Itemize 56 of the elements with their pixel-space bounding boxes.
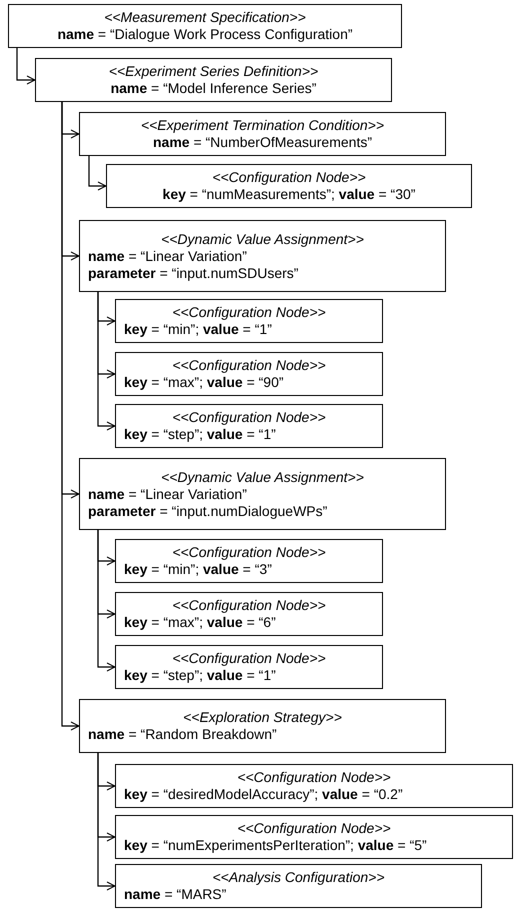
stereotype-heading: <<Configuration Node>> [171,650,327,667]
stereotype-box [115,539,383,583]
attribute-text: key = “desiredModelAccuracy”; value = “0.2” [124,786,404,803]
stereotype-box [79,220,446,292]
connector-arrow [97,530,116,672]
attribute-text: key = “step”; value = “1” [124,426,277,443]
attribute-text: parameter = “input.numDialogueWPs” [88,502,328,520]
stereotype-box [115,645,383,689]
stereotype-heading: <<Experiment Series Definition>> [108,63,320,80]
stereotype-heading: <<Analysis Configuration>> [212,869,386,886]
stereotype-box [35,58,392,102]
stereotype-box [79,699,446,753]
attribute-text: key = “numExperimentsPerIteration”; value = “5” [124,837,428,854]
stereotype-box [115,352,383,396]
connector-arrow [97,753,116,890]
attribute-text: name = “Linear Variation” [88,248,248,264]
connector-arrow [16,48,36,84]
stereotype-heading: <<Measurement Specification>> [103,9,307,26]
attribute-text: key = “max”; value = “90” [124,374,285,391]
stereotype-heading: <<Configuration Node>> [236,769,392,786]
stereotype-box [8,4,402,48]
attribute-text: name = “Model Inference Series” [110,80,318,97]
stereotype-heading: <<Configuration Node>> [211,169,367,186]
attribute-text: name = “Linear Variation” [88,486,248,502]
attribute-text: key = “min”; value = “3” [124,561,273,578]
stereotype-heading: <<Dynamic Value Assignment>> [160,468,365,486]
stereotype-heading: <<Exploration Strategy>> [182,709,343,726]
attribute-text: key = “numMeasurements”; value = “30” [162,186,416,203]
stereotype-heading: <<Configuration Node>> [171,304,327,321]
stereotype-box [115,764,513,808]
stereotype-heading: <<Experiment Termination Condition>> [140,117,386,134]
stereotype-heading: <<Configuration Node>> [171,544,327,561]
stereotype-box [115,299,383,343]
stereotype-heading: <<Configuration Node>> [171,409,327,426]
stereotype-box [115,864,482,908]
attribute-text: key = “step”; value = “1” [124,667,277,684]
connector-arrow [97,292,116,430]
stereotype-box [79,458,446,530]
stereotype-heading: <<Configuration Node>> [171,597,327,614]
stereotype-box [115,404,383,448]
attribute-text: name = “NumberOfMeasurements” [152,134,374,151]
attribute-text: name = “MARS” [124,886,228,903]
stereotype-box [106,164,472,208]
attribute-text: name = “Random Breakdown” [88,726,278,743]
stereotype-box [115,815,513,859]
stereotype-heading: <<Dynamic Value Assignment>> [160,230,365,248]
stereotype-box [79,112,446,156]
stereotype-heading: <<Configuration Node>> [171,357,327,374]
attribute-text: key = “max”; value = “6” [124,614,277,631]
attribute-text: parameter = “input.numSDUsers” [88,264,300,282]
stereotype-heading: <<Configuration Node>> [236,820,392,837]
stereotype-box [115,592,383,636]
connector-arrow [88,156,106,190]
attribute-text: name = “Dialogue Work Process Configuration” [56,26,354,43]
attribute-text: key = “min”; value = “1” [124,321,273,338]
connector-arrow [61,102,80,730]
